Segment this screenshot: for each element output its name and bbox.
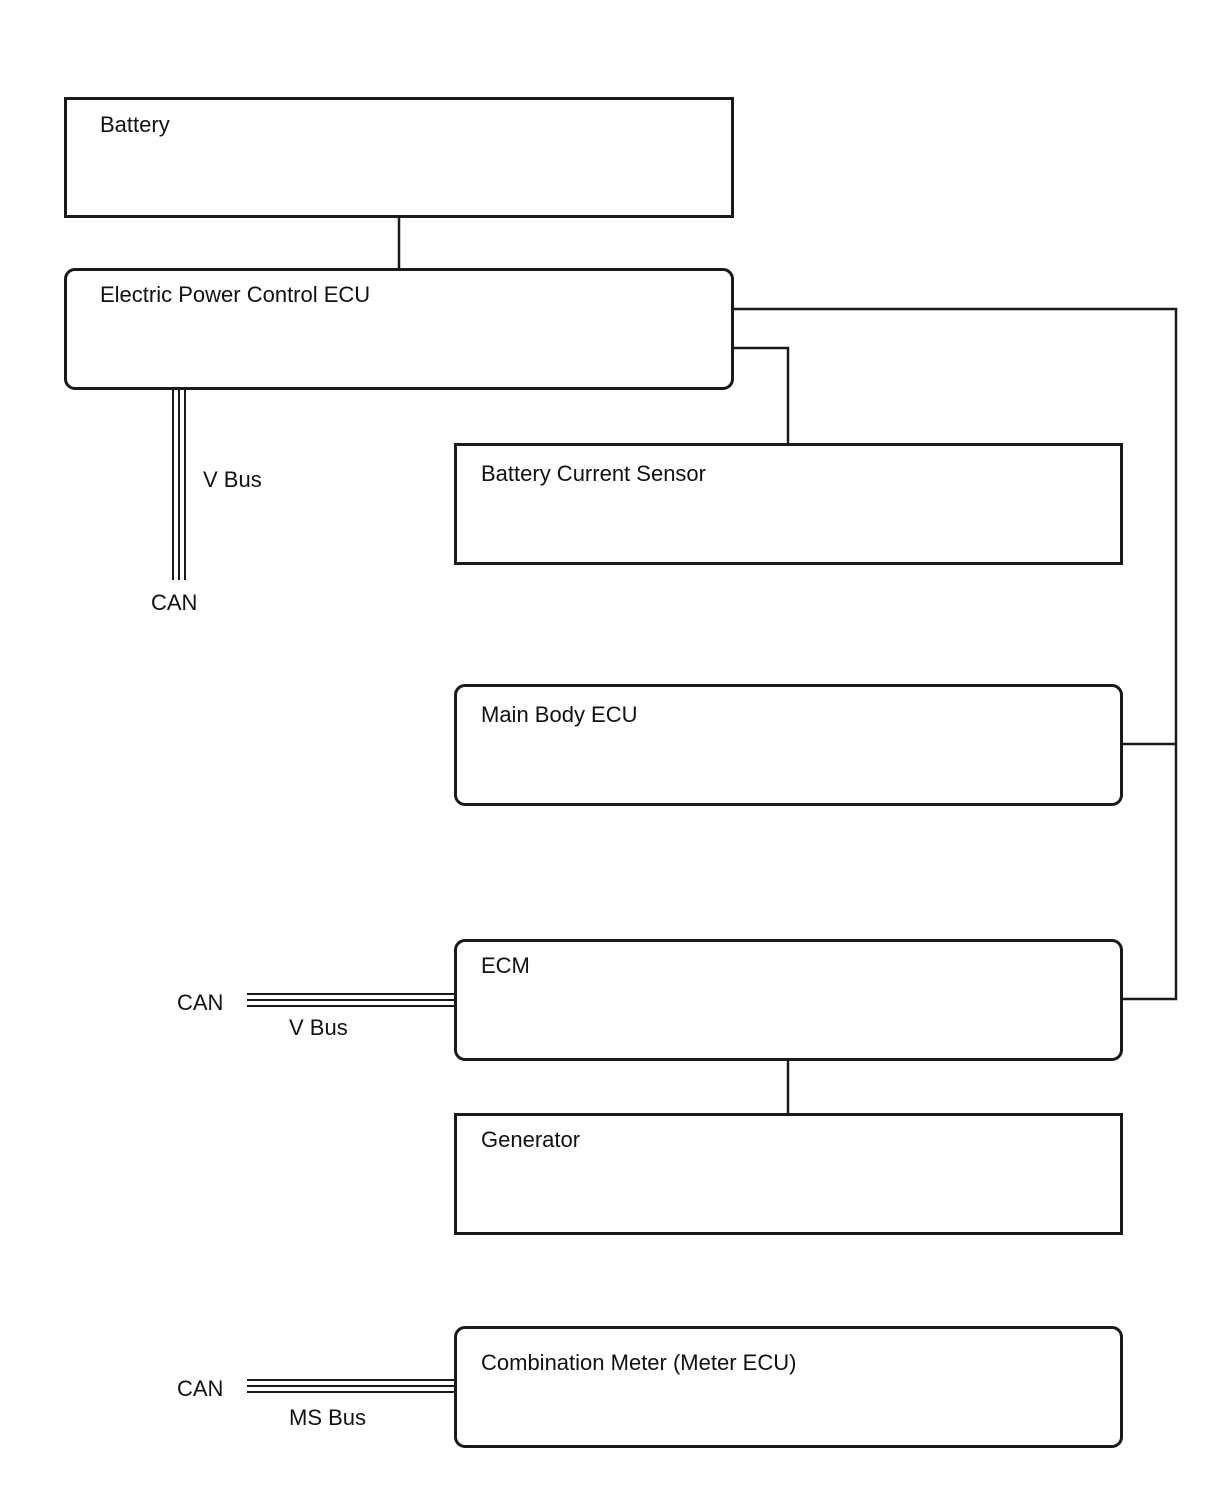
meter-bus-type-label: CAN	[177, 1376, 224, 1401]
ecm-box: ECM	[454, 939, 1123, 1061]
ecm-bus-name-label: V Bus	[289, 1015, 348, 1040]
battery-box: Battery	[64, 97, 734, 218]
battery-label: Battery	[100, 112, 170, 137]
meter-bus-lines	[247, 1379, 456, 1393]
ecm-label: ECM	[481, 953, 530, 978]
combination-meter-box: Combination Meter (Meter ECU)	[454, 1326, 1123, 1448]
generator-box: Generator	[454, 1113, 1123, 1235]
ecm-bus-lines	[247, 993, 456, 1007]
battery-current-sensor-box: Battery Current Sensor	[454, 443, 1123, 565]
main-body-ecu-label: Main Body ECU	[481, 702, 638, 727]
battery-current-sensor-label: Battery Current Sensor	[481, 461, 706, 486]
epc-ecu-bus-lines	[172, 388, 186, 580]
generator-label: Generator	[481, 1127, 581, 1152]
epc-bus-name-label: V Bus	[203, 467, 262, 492]
main-body-ecu-box: Main Body ECU	[454, 684, 1123, 806]
meter-bus-name-label: MS Bus	[289, 1405, 367, 1430]
epc-ecu-label: Electric Power Control ECU	[100, 282, 371, 307]
ecm-bus-type-label: CAN	[177, 990, 224, 1015]
combination-meter-label: Combination Meter (Meter ECU)	[481, 1350, 797, 1375]
wire-epc-ecu-to-trunk	[733, 307, 1178, 1001]
epc-ecu-box: Electric Power Control ECU	[64, 268, 734, 390]
wire-epc-ecu-to-current-sensor	[733, 346, 790, 445]
epc-bus-type-label: CAN	[151, 590, 198, 615]
